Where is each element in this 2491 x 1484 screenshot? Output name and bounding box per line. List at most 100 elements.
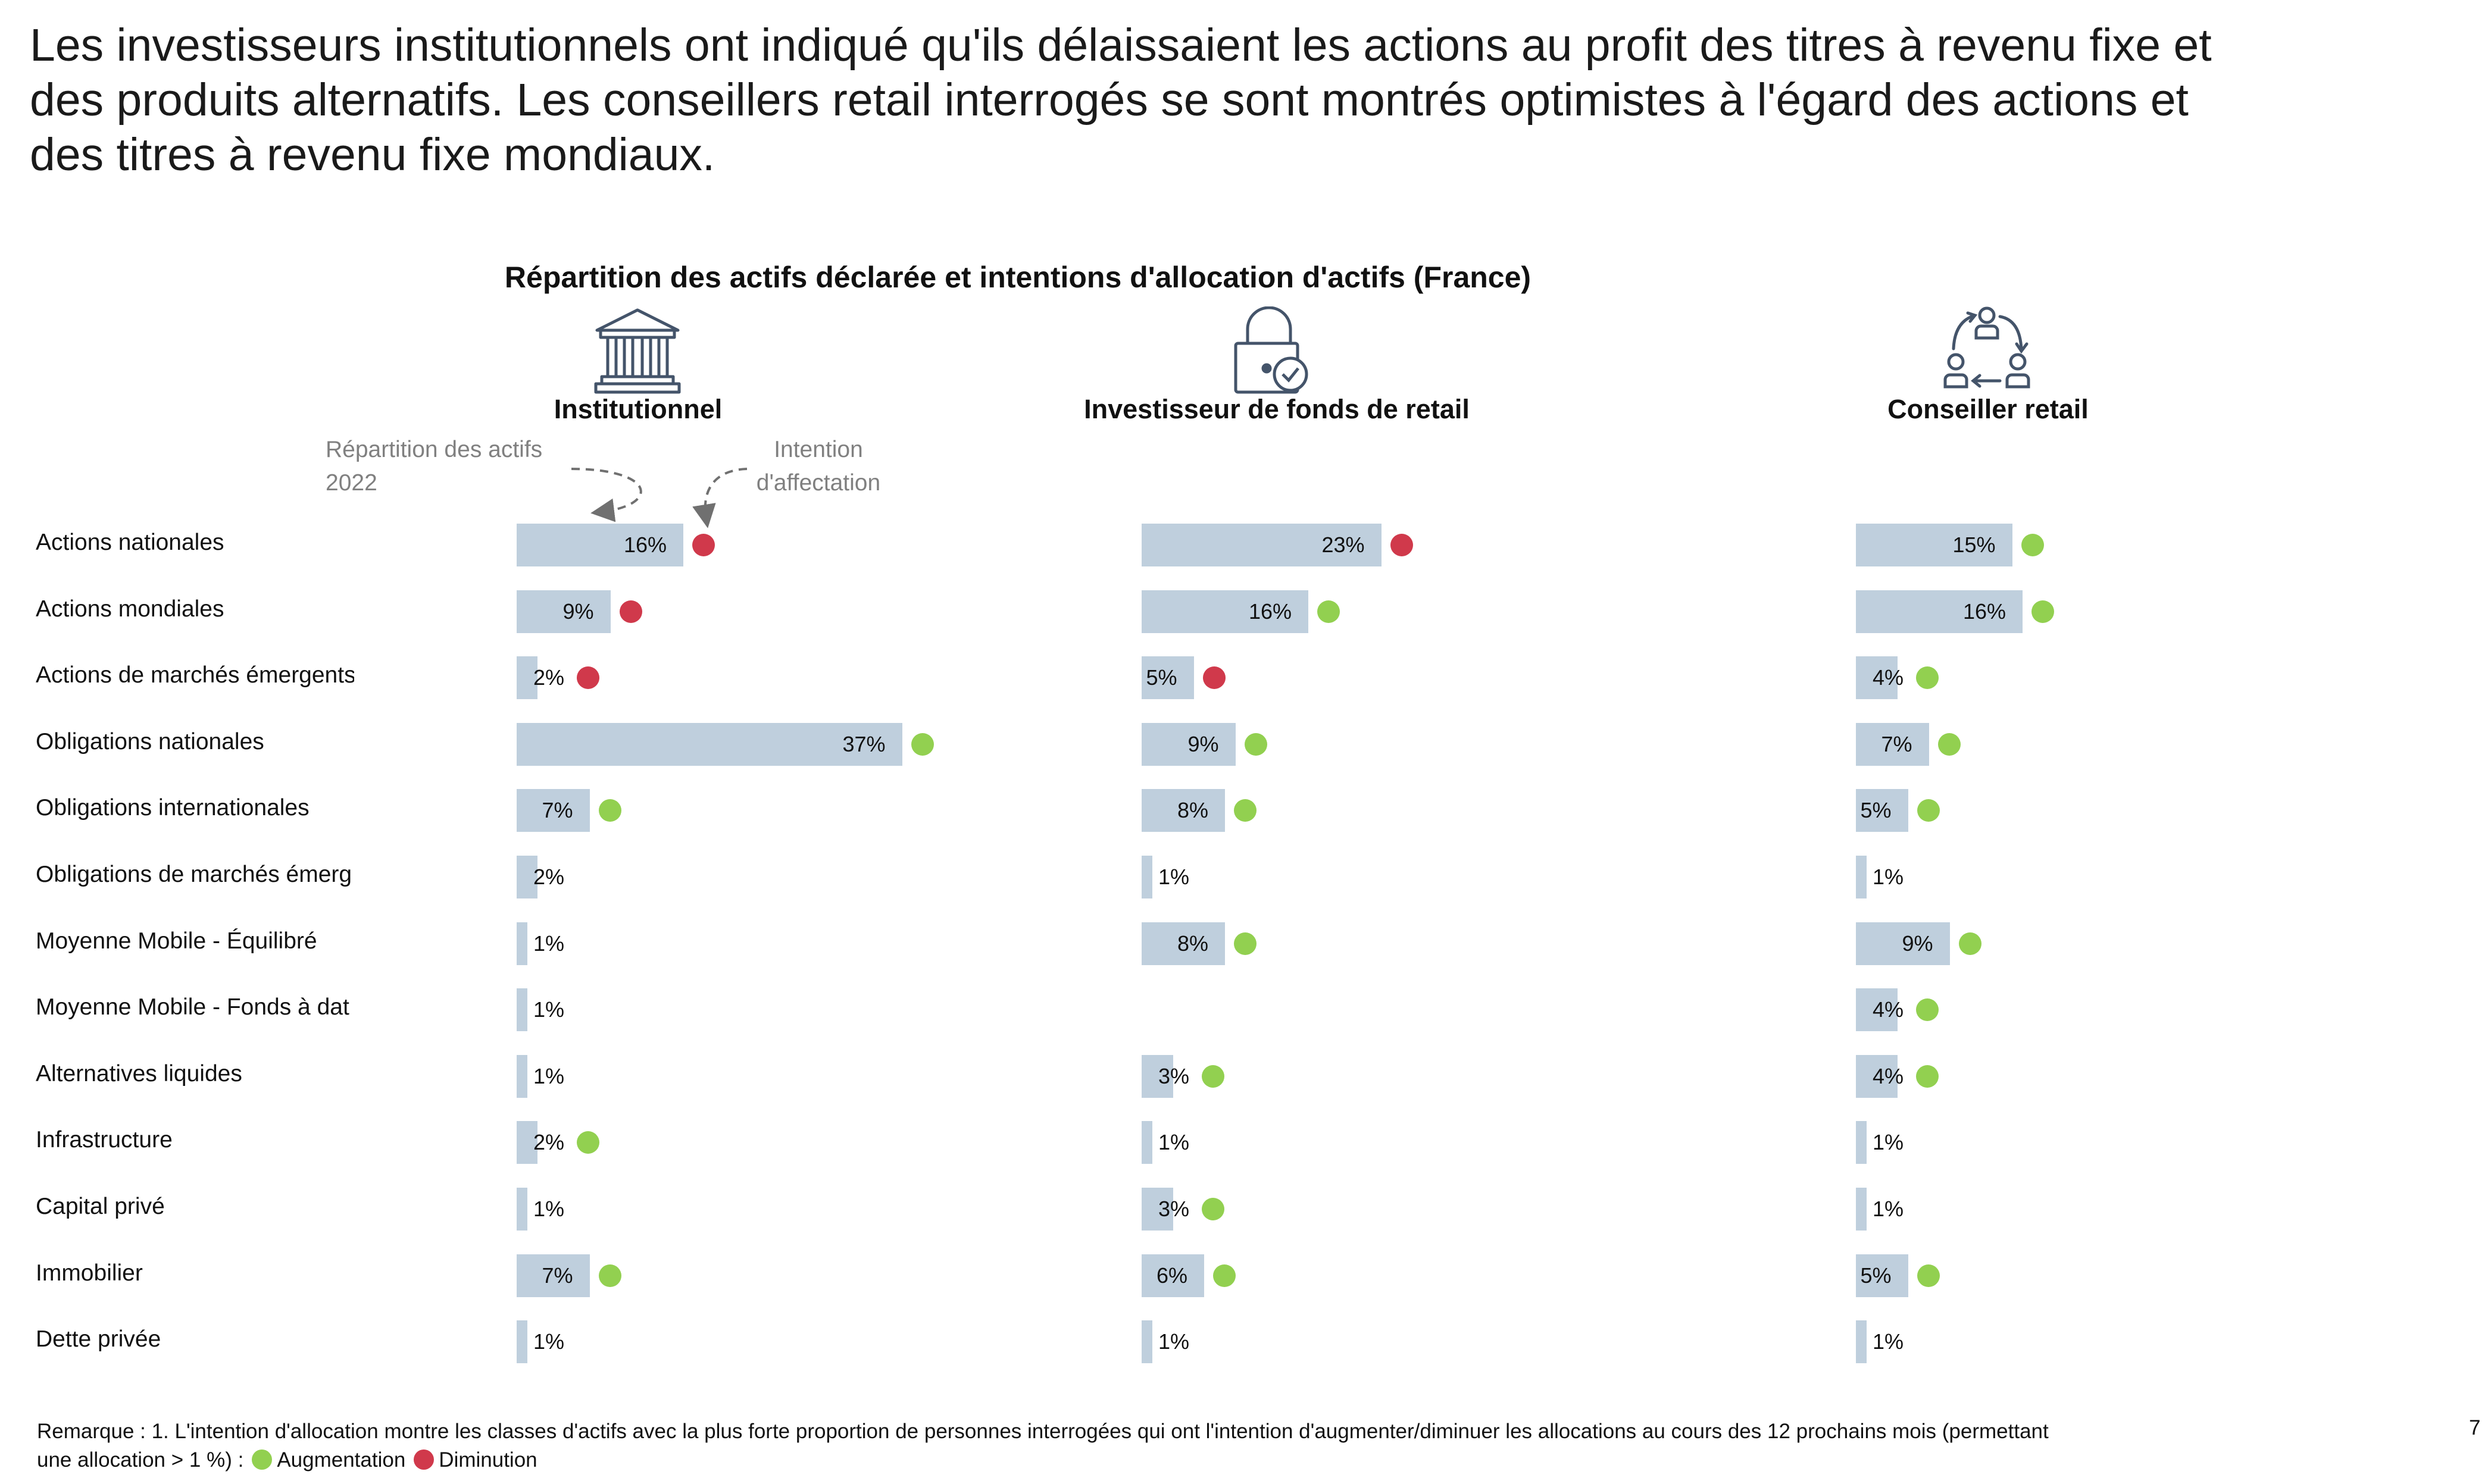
data-label: 4%: [1873, 997, 1904, 1022]
data-label: 9%: [1187, 731, 1219, 756]
decrease-dot: [619, 600, 642, 623]
increase-dot: [911, 732, 934, 756]
row-label: Actions mondiales: [36, 596, 224, 622]
increase-dot: [2021, 534, 2044, 556]
data-label: 5%: [1860, 1263, 1892, 1288]
data-label: 3%: [1158, 1197, 1190, 1221]
bar: [1142, 856, 1152, 898]
data-label: 1%: [533, 1329, 565, 1354]
legend-increase-dot: [252, 1449, 273, 1470]
data-label: 5%: [1860, 798, 1892, 823]
chart-title: Répartition des actifs déclarée et inten…: [504, 261, 1532, 294]
row-label: Capital privé: [36, 1194, 165, 1219]
bar: [1856, 590, 2023, 633]
bar: [1142, 1320, 1152, 1364]
row-label: Immobilier: [36, 1260, 143, 1286]
footnote: Remarque : 1. L'intention d'allocation m…: [37, 1417, 2061, 1474]
increase-dot: [1202, 1065, 1224, 1088]
bar: [1142, 590, 1308, 633]
increase-dot: [1958, 932, 1981, 955]
row-label: Actions de marchés émergents: [36, 662, 354, 688]
bar: [517, 1054, 527, 1098]
data-label: 7%: [1881, 731, 1912, 756]
increase-dot: [1916, 666, 1939, 690]
bar: [1142, 922, 1225, 965]
increase-dot: [598, 1264, 621, 1287]
data-label: 1%: [533, 931, 565, 956]
bar: [517, 856, 537, 898]
data-label: 7%: [542, 798, 573, 823]
data-label: 2%: [533, 1130, 565, 1155]
data-label: 1%: [1158, 1329, 1190, 1354]
data-label: 9%: [1902, 931, 1933, 956]
bar: [517, 922, 527, 965]
increase-dot: [1234, 932, 1257, 955]
bar: [517, 789, 590, 832]
decrease-dot: [1202, 666, 1226, 690]
increase-dot: [1213, 1264, 1236, 1287]
increase-dot: [1916, 1065, 1939, 1088]
bar: [1856, 856, 1867, 898]
increase-dot: [1202, 1198, 1224, 1220]
row-label: Moyenne Mobile - Équilibré: [36, 928, 317, 954]
data-label: 16%: [1962, 599, 2006, 624]
data-label: 3%: [1158, 1063, 1190, 1088]
row-label: Actions nationales: [36, 530, 224, 555]
bar: [1856, 524, 2012, 566]
bar: [1856, 1054, 1898, 1098]
increase-dot: [1916, 998, 1939, 1022]
bar: [1142, 656, 1194, 700]
bar: [517, 722, 902, 766]
panel-title-institutionnel: Institutionnel: [554, 394, 723, 424]
headline: Les investisseurs institutionnels ont in…: [30, 20, 2212, 180]
row-label: Obligations de marchés émerg: [36, 862, 352, 887]
bar: [1856, 789, 1908, 832]
row-label: Infrastructure: [36, 1127, 173, 1153]
bar: [517, 1254, 590, 1297]
bar: [517, 1320, 527, 1364]
bar: [1142, 1054, 1173, 1098]
increase-dot: [598, 799, 621, 822]
legend-decrease-label: Diminution: [439, 1448, 537, 1472]
data-label: 2%: [533, 665, 565, 690]
bar: [1856, 922, 1950, 965]
data-label: 1%: [533, 1063, 565, 1088]
increase-dot: [1317, 600, 1340, 623]
bar: [1856, 1254, 1908, 1297]
increase-dot: [1917, 799, 1940, 822]
increase-dot: [1917, 1264, 1940, 1287]
annotation-allocation: Répartition des actifs 2022: [326, 437, 543, 496]
footnote-text: Remarque : 1. L'intention d'allocation m…: [37, 1420, 2049, 1472]
bar: [517, 988, 527, 1032]
data-label: 4%: [1873, 1063, 1904, 1088]
data-label: 1%: [533, 997, 565, 1022]
data-label: 37%: [842, 731, 886, 756]
data-label: 1%: [1873, 1197, 1904, 1221]
bar: [517, 656, 537, 700]
row-label: Dette privée: [36, 1326, 161, 1352]
data-label: 9%: [562, 599, 594, 624]
bar: [517, 590, 611, 633]
increase-dot: [1937, 732, 1961, 756]
data-label: 1%: [1873, 1130, 1904, 1155]
bar: [1142, 1121, 1152, 1164]
advisor-cycle-icon: [1942, 305, 2032, 395]
row-label: Alternatives liquides: [36, 1060, 242, 1087]
data-label: 8%: [1177, 931, 1208, 956]
annotation-intention: Intention d'affectation: [756, 437, 881, 496]
row-label: Moyenne Mobile - Fonds à dat: [36, 994, 349, 1020]
bar: [1142, 1254, 1204, 1297]
data-label: 15%: [1952, 533, 1996, 557]
decrease-dot: [1390, 534, 1413, 556]
bar: [1856, 656, 1898, 700]
bar: [517, 524, 683, 566]
data-label: 16%: [623, 533, 667, 557]
bar: [1142, 722, 1236, 766]
bar: [1856, 722, 1929, 766]
bank-building-icon: [592, 306, 683, 396]
panel-title-investisseur-fonds-retail: Investisseur de fonds de retail: [1084, 394, 1470, 424]
increase-dot: [1234, 799, 1257, 822]
legend-decrease-dot: [414, 1449, 435, 1470]
data-label: 1%: [1873, 1329, 1904, 1354]
data-label: 2%: [533, 865, 565, 889]
